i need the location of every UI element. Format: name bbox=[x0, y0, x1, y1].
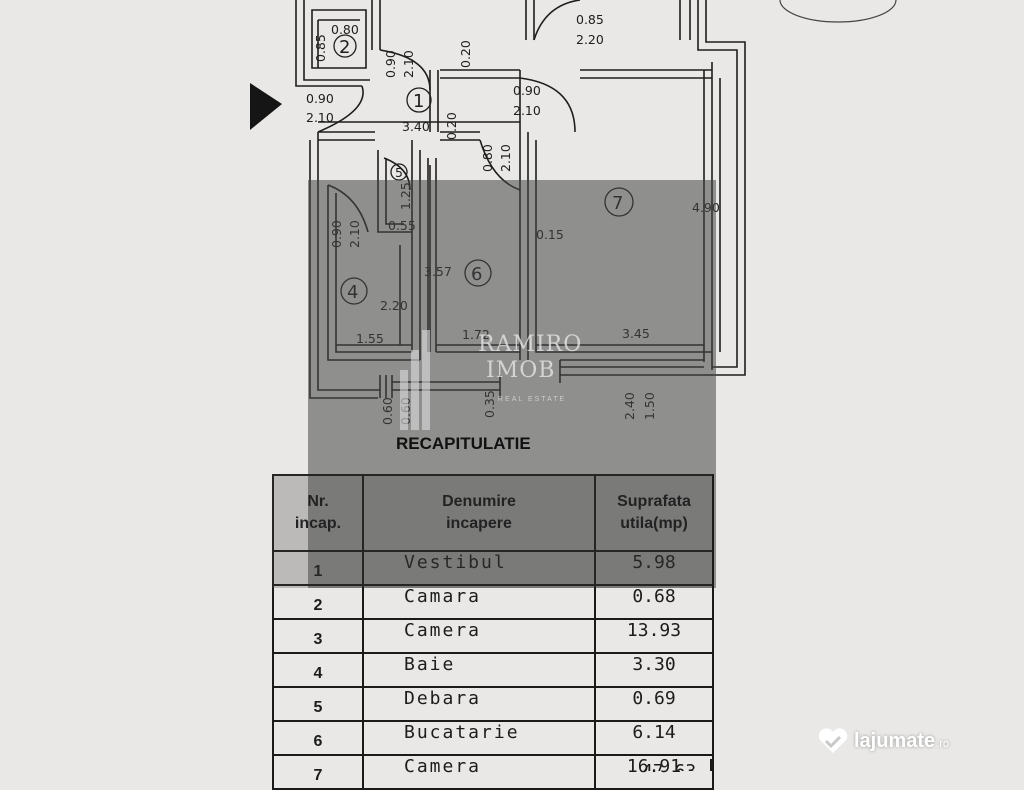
room-area-cell: 0.68 bbox=[594, 584, 714, 620]
total-area: 47.63 bbox=[642, 761, 696, 771]
opening-width: 0.80 bbox=[480, 144, 495, 172]
opening-height: 2.10 bbox=[498, 144, 513, 172]
opening-height: 2.10 bbox=[306, 110, 334, 125]
dimension-label: 0.20 bbox=[444, 112, 459, 140]
dimension-label: 3.40 bbox=[402, 119, 430, 134]
watermark-name-line2: IMOB bbox=[486, 358, 556, 383]
room-area-cell: 0.69 bbox=[594, 686, 714, 722]
watermark-tagline: REAL ESTATE bbox=[498, 396, 567, 403]
room-number-cell: 4 bbox=[272, 652, 364, 688]
room-name-cell: Vestibul bbox=[362, 550, 596, 586]
room-number-cell: 2 bbox=[272, 584, 364, 620]
summary-title: RECAPITULATIE bbox=[396, 434, 531, 453]
room-area-cell: 5.98 bbox=[594, 550, 714, 586]
brand-name: lajumate bbox=[854, 729, 936, 752]
opening-height: 2.10 bbox=[513, 103, 541, 118]
opening-height: 2.10 bbox=[401, 50, 416, 78]
dimension-label: 0.20 bbox=[458, 40, 473, 68]
opening-width: 0.80 bbox=[331, 22, 359, 37]
room-area-cell: 6.14 bbox=[594, 720, 714, 756]
total-row: 47.63 bbox=[272, 759, 712, 771]
header-room-name-line2: incapere bbox=[446, 515, 512, 532]
room-area-cell: 13.93 bbox=[594, 618, 714, 654]
brand-domain: .ro bbox=[936, 738, 949, 750]
room-name-cell: Bucatarie bbox=[362, 720, 596, 756]
header-room-name-line1: Denumire bbox=[442, 493, 516, 510]
header-room-area: Suprafata utila(mp) bbox=[594, 474, 714, 552]
opening-width: 0.90 bbox=[306, 91, 334, 106]
room-number-cell: 3 bbox=[272, 618, 364, 654]
room-name-cell: Camera bbox=[362, 618, 596, 654]
opening-width: 0.90 bbox=[513, 83, 541, 98]
header-room-name: Denumire incapere bbox=[362, 474, 596, 552]
room-marker: 1 bbox=[413, 91, 424, 112]
room-marker: 2 bbox=[339, 37, 350, 58]
opening-height: 2.20 bbox=[576, 32, 604, 47]
watermark-name: RAMIRO IMOB bbox=[478, 332, 582, 384]
rooms-table: Nr. incap. Denumire incapere Suprafata u… bbox=[272, 474, 714, 790]
header-room-area-line2: utila(mp) bbox=[620, 515, 688, 532]
opening-width: 0.85 bbox=[576, 12, 604, 27]
header-room-number: Nr. incap. bbox=[272, 474, 364, 552]
room-marker: 5 bbox=[395, 165, 403, 180]
room-number-cell: 1 bbox=[272, 550, 364, 586]
opening-width: 0.90 bbox=[383, 50, 398, 78]
room-number-cell: 5 bbox=[272, 686, 364, 722]
opening-height: 0.85 bbox=[313, 34, 328, 62]
room-name-cell: Baie bbox=[362, 652, 596, 688]
header-room-number-line2: incap. bbox=[294, 515, 342, 532]
table-header-row: Nr. incap. Denumire incapere Suprafata u… bbox=[272, 474, 714, 552]
building-logo-icon bbox=[400, 330, 430, 430]
header-room-area-line1: Suprafata bbox=[617, 493, 691, 510]
heart-logo-icon bbox=[818, 728, 848, 753]
room-name-cell: Camara bbox=[362, 584, 596, 620]
brand-logo: lajumate .ro bbox=[816, 724, 949, 758]
header-room-number-line1: Nr. bbox=[307, 493, 329, 510]
room-number-cell: 6 bbox=[272, 720, 364, 756]
room-area-cell: 3.30 bbox=[594, 652, 714, 688]
watermark-name-line1: RAMIRO bbox=[478, 332, 583, 357]
room-name-cell: Debara bbox=[362, 686, 596, 722]
